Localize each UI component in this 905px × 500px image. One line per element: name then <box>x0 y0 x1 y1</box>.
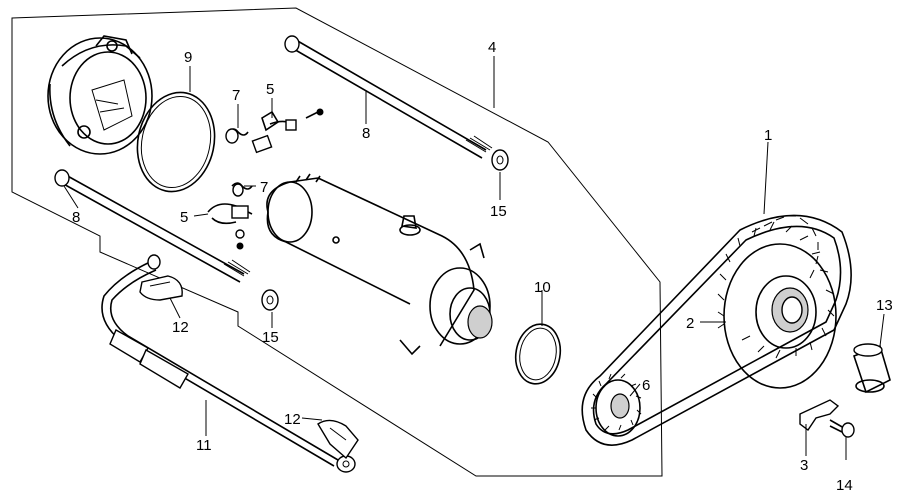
callout-3: 3 <box>800 457 808 474</box>
callout-10: 10 <box>534 279 551 296</box>
o-ring-9 <box>136 91 216 193</box>
callout-11: 11 <box>196 437 212 454</box>
through-bolt-8-upper <box>284 35 493 159</box>
washer-15-lower <box>261 289 279 311</box>
starter-cable-11 <box>101 254 356 473</box>
callout-13: 13 <box>876 297 893 314</box>
callout-4: 4 <box>488 39 496 56</box>
bolt-14 <box>829 419 855 438</box>
bearing-collar-13 <box>852 343 891 394</box>
starter-motor-body <box>266 173 493 356</box>
callout-9: 9 <box>184 49 192 66</box>
callout-15-lower: 15 <box>262 329 279 346</box>
starter-rear-cover <box>47 35 153 155</box>
through-bolt-8-lower <box>54 169 251 283</box>
callout-14: 14 <box>836 477 853 494</box>
callout-15-upper: 15 <box>490 203 507 220</box>
terminal-boot-12-lower <box>317 419 359 460</box>
driven-sprocket-2 <box>717 221 837 389</box>
callout-6: 6 <box>642 377 650 394</box>
leader-lines <box>63 56 885 460</box>
callout-5-lower: 5 <box>180 209 188 226</box>
callout-8-upper: 8 <box>362 125 370 142</box>
drive-sprocket-6 <box>591 373 642 437</box>
callout-5-upper: 5 <box>266 81 274 98</box>
o-ring-10 <box>514 323 562 385</box>
callout-2: 2 <box>686 315 694 332</box>
terminal-boot-12-upper <box>139 275 183 301</box>
callout-8-lower: 8 <box>72 209 80 226</box>
washer-15-upper <box>491 149 509 171</box>
callout-12-upper: 12 <box>172 319 189 336</box>
brush-holder-5-upper <box>251 108 324 154</box>
brush-spring-7-upper <box>225 128 249 144</box>
setting-plate-3 <box>799 399 840 432</box>
brush-spring-7-lower <box>231 182 253 197</box>
callout-1: 1 <box>764 127 772 144</box>
callout-7-upper: 7 <box>232 87 240 104</box>
callout-12-lower: 12 <box>284 411 301 428</box>
callout-7-lower: 7 <box>260 179 268 196</box>
assembly-boundary <box>11 7 663 477</box>
brush-holder-5-lower <box>207 203 253 250</box>
